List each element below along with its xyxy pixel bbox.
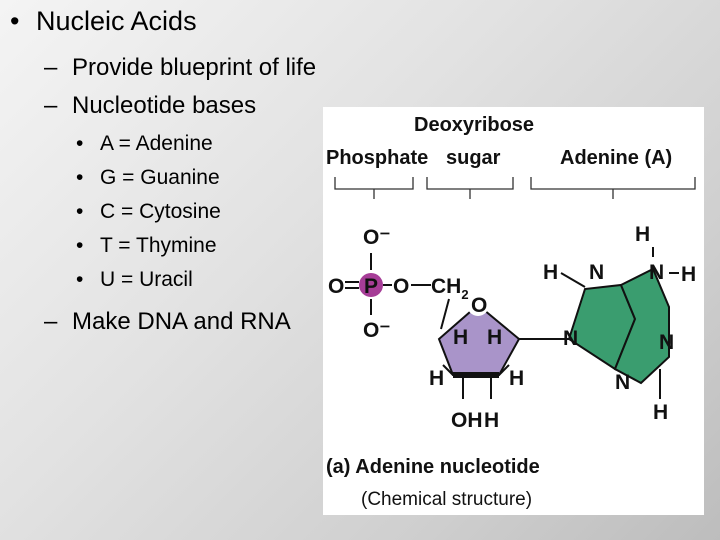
base-cytosine: • C = Cytosine — [76, 200, 221, 224]
dash: – — [44, 308, 58, 335]
atom-h-bottom: H — [484, 409, 499, 432]
label-adenine: Adenine (A) — [560, 147, 672, 169]
bullet: • — [76, 234, 84, 257]
base-guanine: • G = Guanine — [76, 166, 220, 190]
bond-ch2-c4 — [440, 298, 450, 330]
bullet: • — [76, 200, 84, 223]
atom-n9: N — [563, 327, 578, 350]
bullet: • — [76, 268, 84, 291]
atom-p: P — [364, 275, 378, 298]
slide-title: • Nucleic Acids — [10, 6, 197, 37]
point-make-dna-rna: –Make DNA and RNA — [44, 308, 291, 336]
atom-o-bottom: O⁻ — [363, 319, 390, 342]
base-thymine: • T = Thymine — [76, 234, 217, 258]
point-text: Nucleotide bases — [72, 92, 257, 119]
atom-n1: N — [659, 331, 674, 354]
base-text: U = Uracil — [100, 268, 193, 291]
label-phosphate: Phosphate — [326, 147, 428, 169]
atom-h2: H — [653, 401, 668, 424]
dash: – — [44, 54, 58, 81]
label-deoxyribose: Deoxyribose — [414, 114, 534, 136]
bracket-sugar — [426, 177, 514, 199]
bond-h8 — [560, 272, 586, 288]
adenine-six-ring — [613, 267, 670, 385]
base-uracil: • U = Uracil — [76, 268, 193, 292]
base-text: C = Cytosine — [100, 200, 221, 223]
base-adenine: • A = Adenine — [76, 132, 213, 156]
atom-h8: H — [543, 261, 558, 284]
base-text: G = Guanine — [100, 166, 220, 189]
title-text: Nucleic Acids — [36, 6, 197, 36]
atom-h-left: H — [429, 367, 444, 390]
atom-oh: OH — [451, 409, 483, 432]
atom-ring-o: O — [471, 294, 487, 317]
adenine-nucleotide-figure: Deoxyribose Phosphate sugar Adenine (A) … — [323, 107, 704, 515]
atom-ch2: CH2 — [431, 275, 469, 302]
atom-o-left: O — [328, 275, 344, 298]
atom-h6-right: H — [681, 263, 696, 286]
atom-h-ring-2: H — [487, 326, 502, 349]
caption-sub: (Chemical structure) — [361, 489, 532, 510]
bullet: • — [10, 6, 20, 36]
dash: – — [44, 92, 58, 119]
caption-title-text: Adenine nucleotide — [355, 456, 539, 478]
atom-h6-top: H — [635, 223, 650, 246]
point-bases: –Nucleotide bases — [44, 92, 256, 120]
bullet: • — [76, 166, 84, 189]
atom-o-right: O — [393, 275, 409, 298]
bracket-phosphate — [334, 177, 414, 199]
phosphorus-circle — [359, 273, 383, 297]
nucleotide-diagram: Deoxyribose Phosphate sugar Adenine (A) … — [326, 114, 696, 510]
bond-h-left — [442, 364, 454, 376]
point-text: Make DNA and RNA — [72, 308, 291, 335]
base-text: T = Thymine — [100, 234, 217, 257]
atom-n7: N — [589, 261, 604, 284]
label-sugar: sugar — [446, 147, 501, 169]
caption-prefix: (a) — [326, 456, 350, 478]
bullet: • — [76, 132, 84, 155]
atom-o-top: O⁻ — [363, 226, 390, 249]
caption-title: (a) Adenine nucleotide — [326, 456, 540, 478]
atom-h-right: H — [509, 367, 524, 390]
atom-n3: N — [615, 371, 630, 394]
bracket-adenine — [530, 177, 696, 199]
point-blueprint: –Provide blueprint of life — [44, 54, 316, 82]
point-text: Provide blueprint of life — [72, 54, 317, 81]
bond-h-right — [498, 364, 510, 376]
atom-h-ring-1: H — [453, 326, 468, 349]
ring-oxygen-bg — [467, 294, 489, 316]
base-text: A = Adenine — [100, 132, 213, 155]
atom-n6: N — [649, 261, 664, 284]
